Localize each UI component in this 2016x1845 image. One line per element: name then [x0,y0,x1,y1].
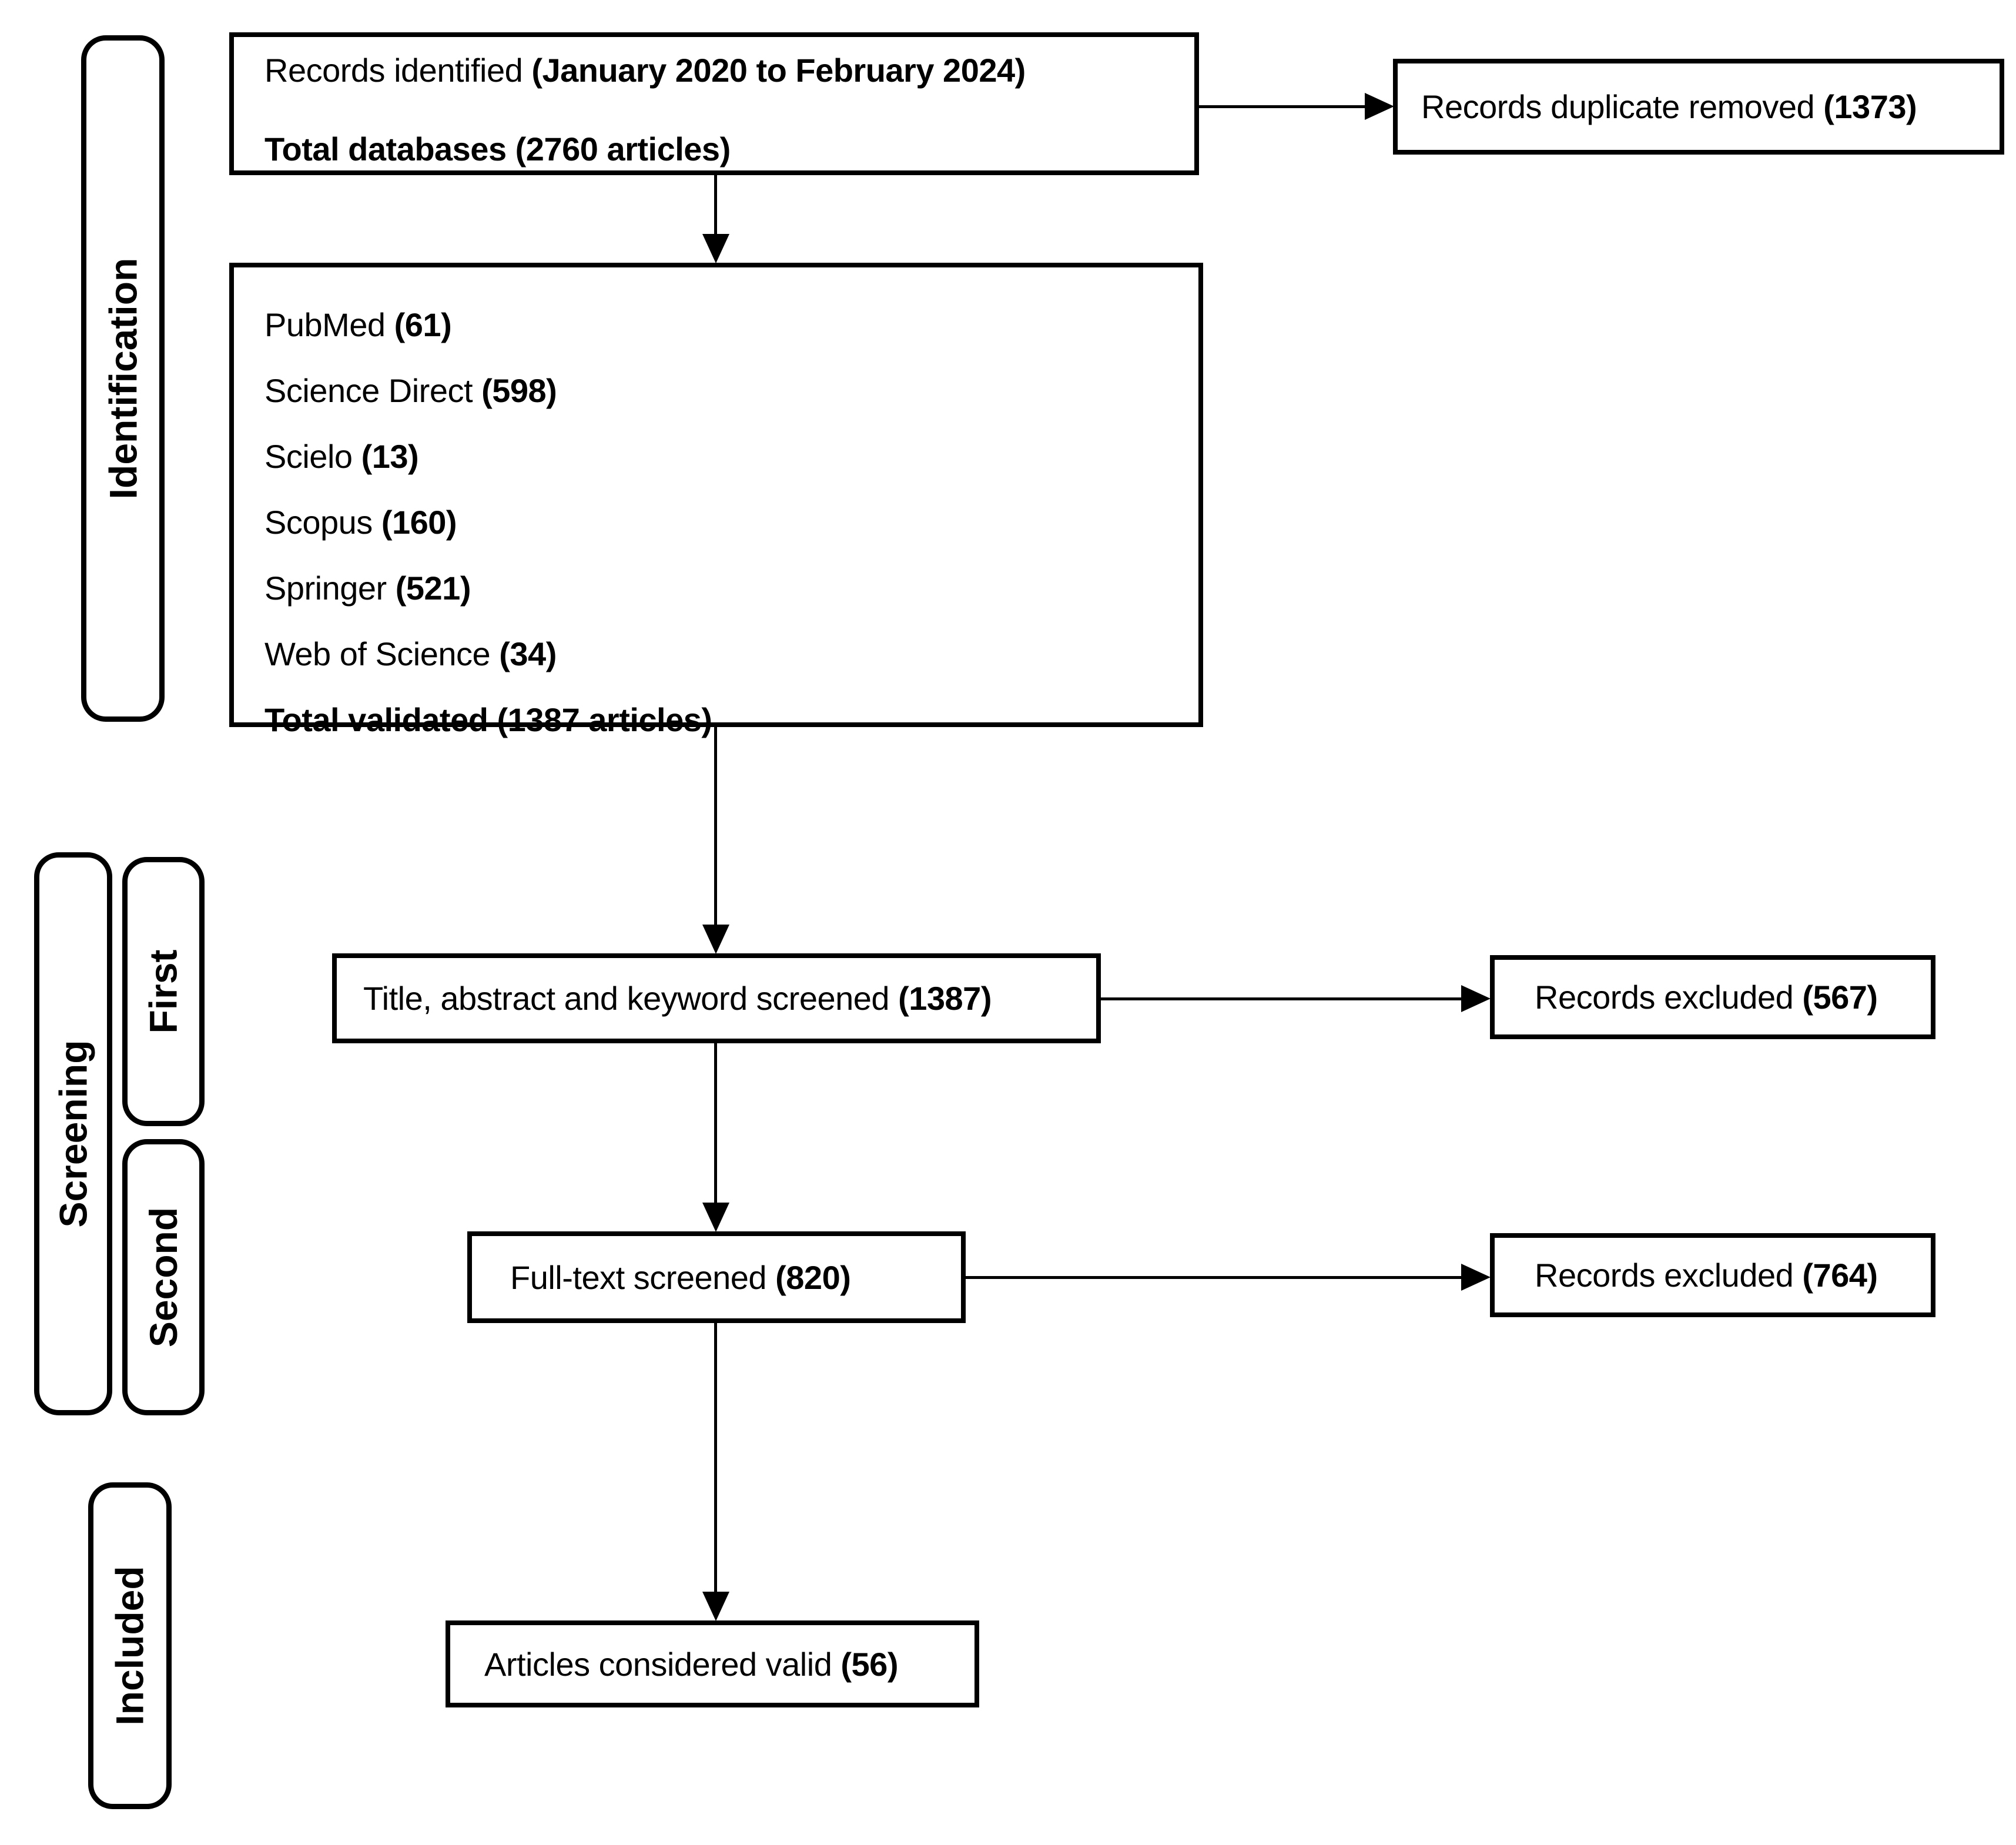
records-identified-line1: Records identified (January 2020 to Febr… [264,51,1026,89]
database-count: (521) [395,570,471,607]
total-databases-line: Total databases (2760 articles) [264,130,731,168]
arrowhead-fulltext-to-valid [702,1592,729,1621]
database-row-springer: Springer (521) [264,555,1198,621]
records-excluded-first-count: (567) [1802,979,1878,1016]
database-row-pubmed: PubMed (61) [264,292,1198,358]
box-databases: PubMed (61) Science Direct (598) Scielo … [229,263,1203,738]
database-name: Science Direct [264,372,482,409]
records-excluded-second-text: Records excluded (764) [1535,1256,1878,1294]
database-total-validated: Total validated (1387 articles) [264,701,712,738]
box-records-excluded-second: Records excluded (764) [1490,1233,1935,1317]
stage-label-screening: Screening [51,1040,95,1228]
database-row-webofscience: Web of Science (34) [264,621,1198,687]
records-excluded-second-count: (764) [1802,1257,1878,1294]
stage-label-included: Included [108,1566,152,1726]
stage-pill-identification: Identification [81,35,165,722]
arrow-line-identified-to-databases [714,175,717,236]
arrowhead-identified-to-databases [702,234,729,263]
title-screened-text: Title, abstract and keyword screened (13… [363,979,992,1017]
database-count: (34) [499,635,557,672]
arrow-line-fulltext-to-valid [714,1323,717,1592]
box-duplicates-removed: Records duplicate removed (1373) [1393,59,2004,155]
title-screened-label: Title, abstract and keyword screened [363,980,899,1017]
stage-pill-first: First [122,857,205,1126]
database-name: Scopus [264,504,381,541]
database-name: Springer [264,570,396,607]
database-name: PubMed [264,306,394,343]
box-fulltext-screened: Full-text screened (820) [467,1231,966,1323]
arrowhead-fulltext-to-excluded [1461,1264,1491,1291]
articles-valid-label: Articles considered valid [484,1645,841,1683]
stage-pill-included: Included [88,1482,172,1809]
arrow-line-databases-to-title [714,727,717,927]
articles-valid-text: Articles considered valid (56) [484,1645,898,1683]
records-excluded-first-label: Records excluded [1535,979,1803,1016]
stage-pill-screening: Screening [34,852,112,1415]
arrowhead-databases-to-title [702,925,729,954]
database-count: (13) [361,438,419,475]
arrow-line-title-to-fulltext [714,1043,717,1204]
box-records-identified: Records identified (January 2020 to Febr… [229,32,1199,175]
title-screened-count: (1387) [898,980,992,1017]
arrow-line-identified-to-duplicates [1199,105,1367,108]
duplicates-removed-text: Records duplicate removed (1373) [1421,88,1917,126]
fulltext-screened-text: Full-text screened (820) [510,1258,851,1297]
stage-label-identification: Identification [101,257,145,500]
duplicates-removed-count: (1373) [1823,88,1917,125]
fulltext-screened-count: (820) [775,1258,851,1296]
records-identified-daterange: (January 2020 to February 2024) [531,52,1026,89]
database-count: (61) [394,306,452,343]
records-identified-text: Records identified [264,52,532,89]
arrowhead-identified-to-duplicates [1365,93,1394,120]
arrow-line-title-to-excluded [1101,997,1462,1000]
arrow-line-fulltext-to-excluded [966,1276,1462,1279]
records-excluded-second-label: Records excluded [1535,1257,1803,1294]
database-row-scielo: Scielo (13) [264,424,1198,490]
database-name: Scielo [264,438,361,475]
stage-label-first: First [142,949,185,1034]
database-name: Web of Science [264,635,500,672]
duplicates-removed-label: Records duplicate removed [1421,88,1824,125]
arrowhead-title-to-excluded [1461,985,1491,1012]
database-row-scopus: Scopus (160) [264,490,1198,555]
fulltext-screened-label: Full-text screened [510,1258,776,1296]
stage-label-second: Second [142,1207,186,1348]
box-articles-valid: Articles considered valid (56) [446,1620,979,1707]
database-count: (598) [481,372,557,409]
database-row-sciencedirect: Science Direct (598) [264,358,1198,424]
records-excluded-first-text: Records excluded (567) [1535,978,1878,1016]
box-title-screened: Title, abstract and keyword screened (13… [332,953,1101,1043]
arrowhead-title-to-fulltext [702,1203,729,1232]
box-records-excluded-first: Records excluded (567) [1490,955,1935,1039]
articles-valid-count: (56) [840,1645,898,1683]
database-count: (160) [381,504,457,541]
stage-pill-second: Second [122,1139,205,1415]
